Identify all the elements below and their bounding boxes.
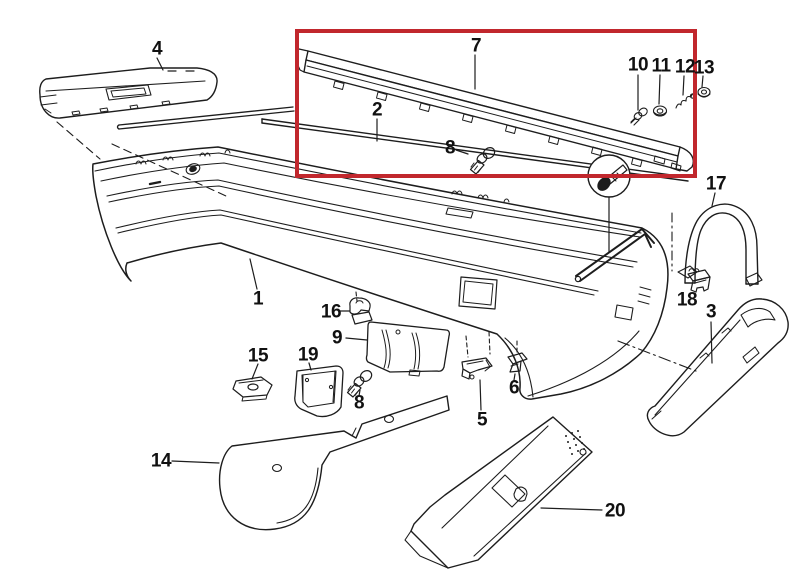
- part-16-clip: [339, 297, 373, 325]
- part-1-bumper-body: [92, 146, 669, 400]
- detail-circle-screw: [587, 154, 631, 253]
- part-label-8-lower: 8: [353, 392, 365, 414]
- part-17-clamp: [677, 192, 763, 287]
- part-15-speed-nut: [232, 363, 273, 402]
- part-label-9: 9: [331, 327, 343, 349]
- part-label-8-upper: 8: [444, 137, 456, 159]
- part-label-7: 7: [470, 35, 482, 57]
- part-20-tray: [404, 416, 603, 569]
- part-6-clip: [507, 352, 528, 381]
- part-4-guard-strip: [39, 57, 218, 119]
- assembly-dashed-lines: [56, 121, 697, 372]
- part-label-14: 14: [150, 450, 172, 472]
- part-label-19: 19: [297, 344, 319, 366]
- part-11-washer: [652, 74, 668, 117]
- tray-grille-dots: [565, 430, 585, 455]
- part-14-mud-flap: [171, 395, 450, 531]
- part-5-clip: [461, 357, 493, 411]
- part-label-20: 20: [604, 500, 626, 522]
- part-10-screw: [630, 74, 648, 126]
- part-7-trim-strip: [295, 48, 695, 172]
- part-label-17: 17: [705, 173, 727, 195]
- mounted-molding-strip: [574, 228, 655, 283]
- part-8-screw-lower: [346, 369, 373, 398]
- part-label-4: 4: [151, 38, 163, 60]
- part-12-spring: [675, 75, 697, 109]
- upper-molding-rod: [116, 106, 295, 130]
- part-label-2: 2: [371, 99, 383, 121]
- part-label-15: 15: [247, 345, 269, 367]
- part-18-clip: [687, 268, 711, 293]
- part-label-5: 5: [476, 409, 488, 431]
- part-13-grommet: [697, 75, 711, 98]
- part-label-3: 3: [705, 301, 717, 323]
- part-9-panel: [345, 321, 451, 377]
- part-3-side-piece: [646, 298, 789, 437]
- part-label-12: 12: [674, 56, 696, 78]
- part-label-1: 1: [252, 288, 264, 310]
- part-label-18: 18: [676, 289, 698, 311]
- part-label-11: 11: [651, 55, 671, 77]
- part-label-13: 13: [693, 57, 715, 79]
- part-19-bracket: [294, 362, 344, 418]
- part-label-10: 10: [627, 54, 649, 76]
- part-label-16: 16: [320, 301, 342, 323]
- part-label-6: 6: [508, 377, 520, 399]
